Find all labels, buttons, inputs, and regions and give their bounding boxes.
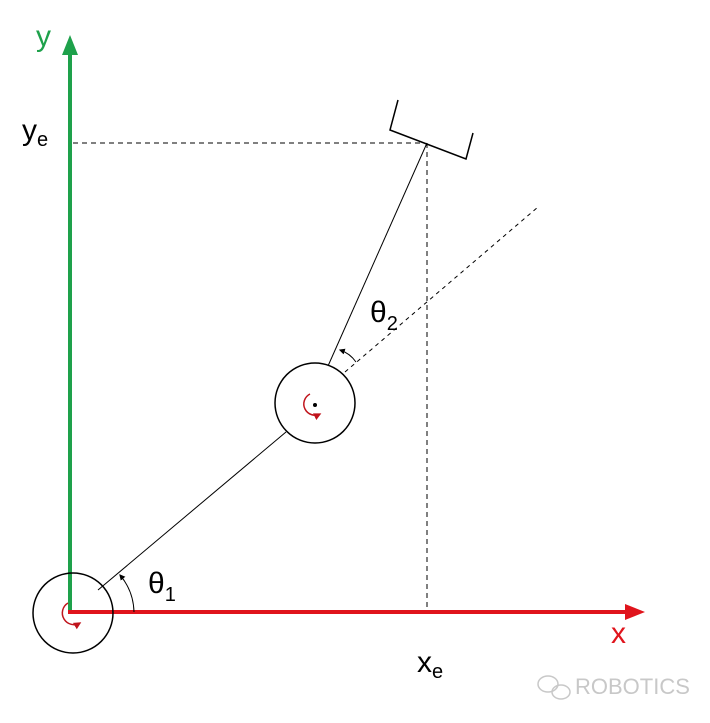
theta2-angle-arc: [338, 348, 357, 363]
xe-label-sub: e: [432, 661, 443, 683]
x-axis-arrowhead: [625, 604, 645, 620]
link1-extension-dashed: [344, 206, 539, 373]
theta2-label-main: θ: [370, 296, 387, 329]
elbow-joint-rotation-icon: [303, 393, 322, 421]
theta1-label: θ1: [148, 567, 176, 606]
xe-label-main: x: [417, 646, 432, 679]
base-joint-rotation-icon: [61, 602, 82, 630]
wechat-icon: [537, 675, 571, 700]
xe-label: xe: [417, 646, 443, 683]
theta2-label-sub: 2: [387, 313, 398, 335]
watermark: ROBOTICS: [537, 674, 690, 700]
y-axis-arrowhead: [62, 35, 78, 55]
ye-label: ye: [22, 114, 48, 151]
x-axis-label: x: [611, 617, 626, 650]
theta1-label-sub: 1: [165, 584, 176, 606]
link-1: [97, 431, 287, 591]
theta2-label: θ2: [370, 296, 398, 335]
watermark-text: ROBOTICS: [575, 674, 690, 699]
ye-label-sub: e: [37, 129, 48, 151]
link-2: [327, 142, 428, 367]
y-axis-label: y: [36, 20, 51, 53]
elbow-joint-center-dot: [313, 403, 317, 407]
theta1-angle-arc: [119, 574, 135, 613]
ye-label-main: y: [22, 114, 37, 147]
theta1-label-main: θ: [148, 567, 165, 600]
end-effector: [389, 99, 474, 160]
base-joint: [32, 572, 114, 654]
